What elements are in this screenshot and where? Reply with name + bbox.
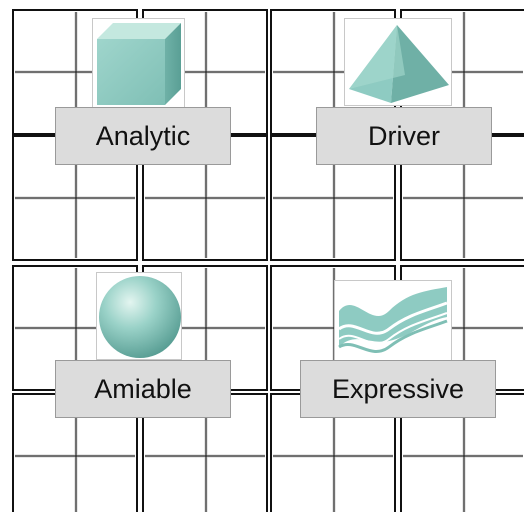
sphere-icon: [99, 276, 181, 358]
amiable-label: Amiable: [55, 360, 231, 418]
driver-label: Driver: [316, 107, 492, 165]
driver-label-text: Driver: [368, 120, 440, 151]
cube-icon: [97, 23, 181, 105]
amiable-shape-frame: [96, 272, 182, 360]
amiable-label-text: Amiable: [94, 373, 192, 404]
analytic-shape-frame: [92, 18, 185, 108]
expressive-label-text: Expressive: [331, 373, 465, 404]
analytic-label: Analytic: [55, 107, 231, 165]
expressive-shape-frame: [334, 280, 452, 362]
driver-shape-frame: [344, 18, 452, 106]
pyramid-icon: [349, 25, 449, 103]
expressive-label: Expressive: [300, 360, 496, 418]
analytic-label-text: Analytic: [95, 120, 191, 151]
wave-ribbon-icon: [338, 287, 448, 353]
